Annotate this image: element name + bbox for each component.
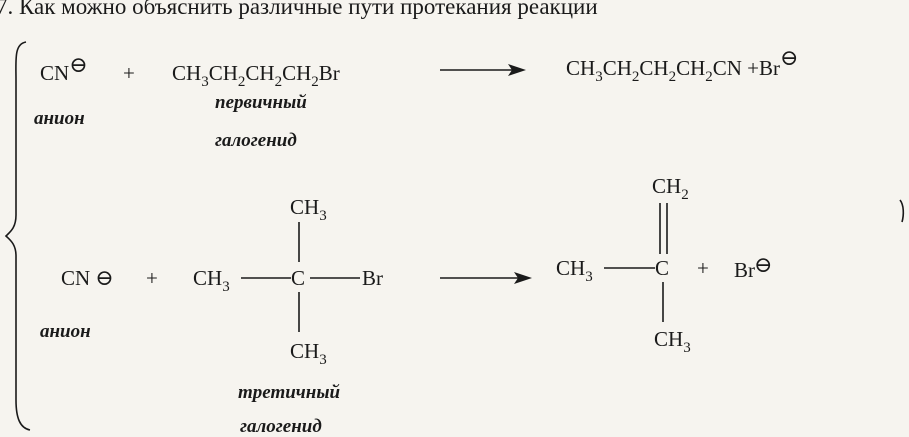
r1-anion-label: анион <box>34 108 85 129</box>
r2-halide-left-methyl: CH3 <box>193 266 230 295</box>
r2-product-left-methyl: CH3 <box>556 256 593 285</box>
r2-halide-bottom-methyl: CH3 <box>290 339 327 368</box>
r2-product-bromide: Br⊖ <box>734 252 772 282</box>
r2-anion-label: анион <box>40 321 91 342</box>
r2-halide-label: галогенид <box>240 416 322 437</box>
r2-arrow-head <box>514 272 532 284</box>
left-bracket <box>4 41 31 431</box>
r2-plus: + <box>146 266 158 290</box>
r1-plus: + <box>123 61 135 85</box>
r2-cyanide: CN⊖ <box>61 265 114 290</box>
right-bracket-mark <box>899 199 905 223</box>
r2-halide-top-methyl: CH3 <box>290 195 327 224</box>
r2-halide-bromine: Br <box>362 266 383 290</box>
r1-arrow-head <box>508 64 526 76</box>
r1-primary-label: первичный <box>215 92 307 113</box>
question-header: 7. Как можно объяснить различные пути пр… <box>0 0 598 19</box>
r1-product: CH3CH2CH2CH2CN +Br⊖ <box>566 45 798 85</box>
r2-product-bottom-methyl: CH3 <box>654 327 691 356</box>
r1-halide-label: галогенид <box>215 130 297 151</box>
r2-halide-center-carbon: C <box>291 266 305 290</box>
r2-product-plus: + <box>697 256 709 280</box>
r2-product-top-methylene: CH2 <box>652 174 689 203</box>
r2-tertiary-label: третичный <box>238 382 340 403</box>
r1-cyanide: CN⊖ <box>40 52 88 85</box>
r2-product-center-carbon: C <box>655 256 669 280</box>
r1-primary-halide: CH3CH2CH2CH2Br <box>172 61 340 90</box>
